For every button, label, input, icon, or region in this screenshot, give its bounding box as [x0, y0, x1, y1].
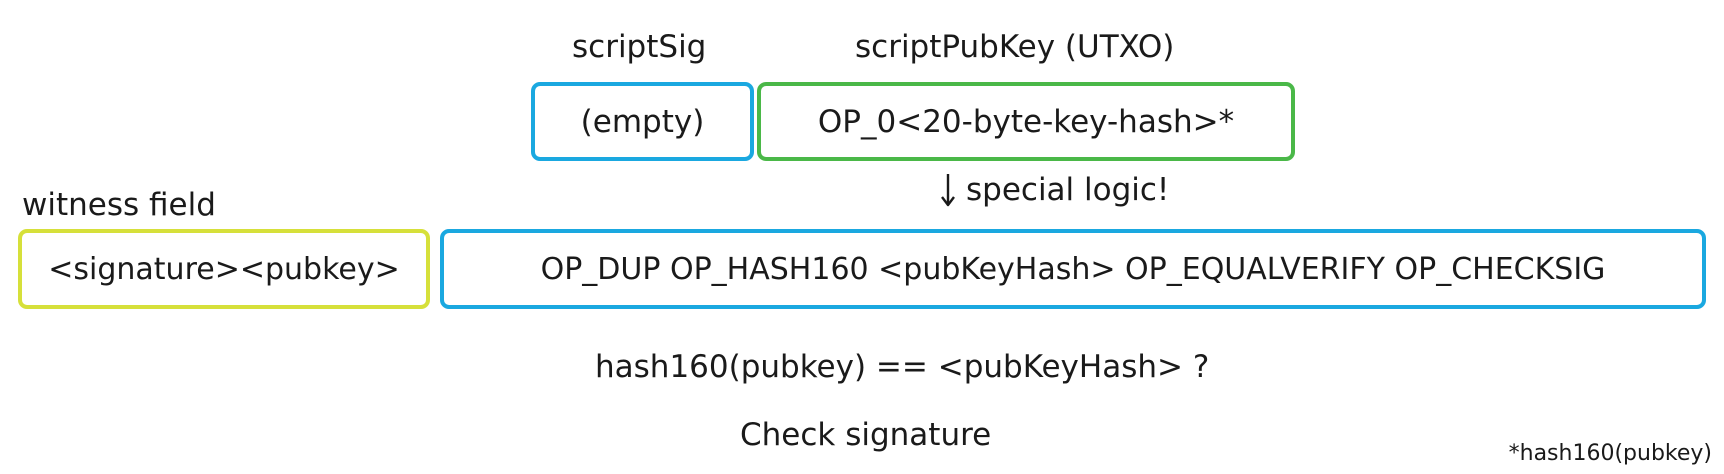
witness-value: <signature><pubkey>	[48, 251, 400, 287]
scriptsig-label: scriptSig	[572, 29, 707, 65]
witness-field-label: witness field	[22, 187, 216, 223]
redeem-script-box: OP_DUP OP_HASH160 <pubKeyHash> OP_EQUALV…	[440, 229, 1706, 309]
scriptpubkey-box: OP_0<20-byte-key-hash>*	[757, 82, 1295, 161]
special-logic-note: special logic!	[940, 172, 1169, 208]
down-arrow-icon	[941, 174, 955, 207]
redeem-script-value: OP_DUP OP_HASH160 <pubKeyHash> OP_EQUALV…	[540, 251, 1606, 287]
special-logic-text: special logic!	[966, 171, 1170, 208]
scriptsig-value: (empty)	[580, 103, 705, 140]
hash-check-step: hash160(pubkey) == <pubKeyHash> ?	[595, 349, 1210, 385]
scriptpubkey-label: scriptPubKey (UTXO)	[855, 29, 1175, 65]
scriptpubkey-value: OP_0<20-byte-key-hash>*	[817, 103, 1235, 140]
footnote: *hash160(pubkey)	[1508, 441, 1712, 466]
scriptsig-box: (empty)	[531, 82, 754, 161]
signature-check-step: Check signature	[740, 417, 992, 453]
witness-box: <signature><pubkey>	[18, 229, 430, 309]
